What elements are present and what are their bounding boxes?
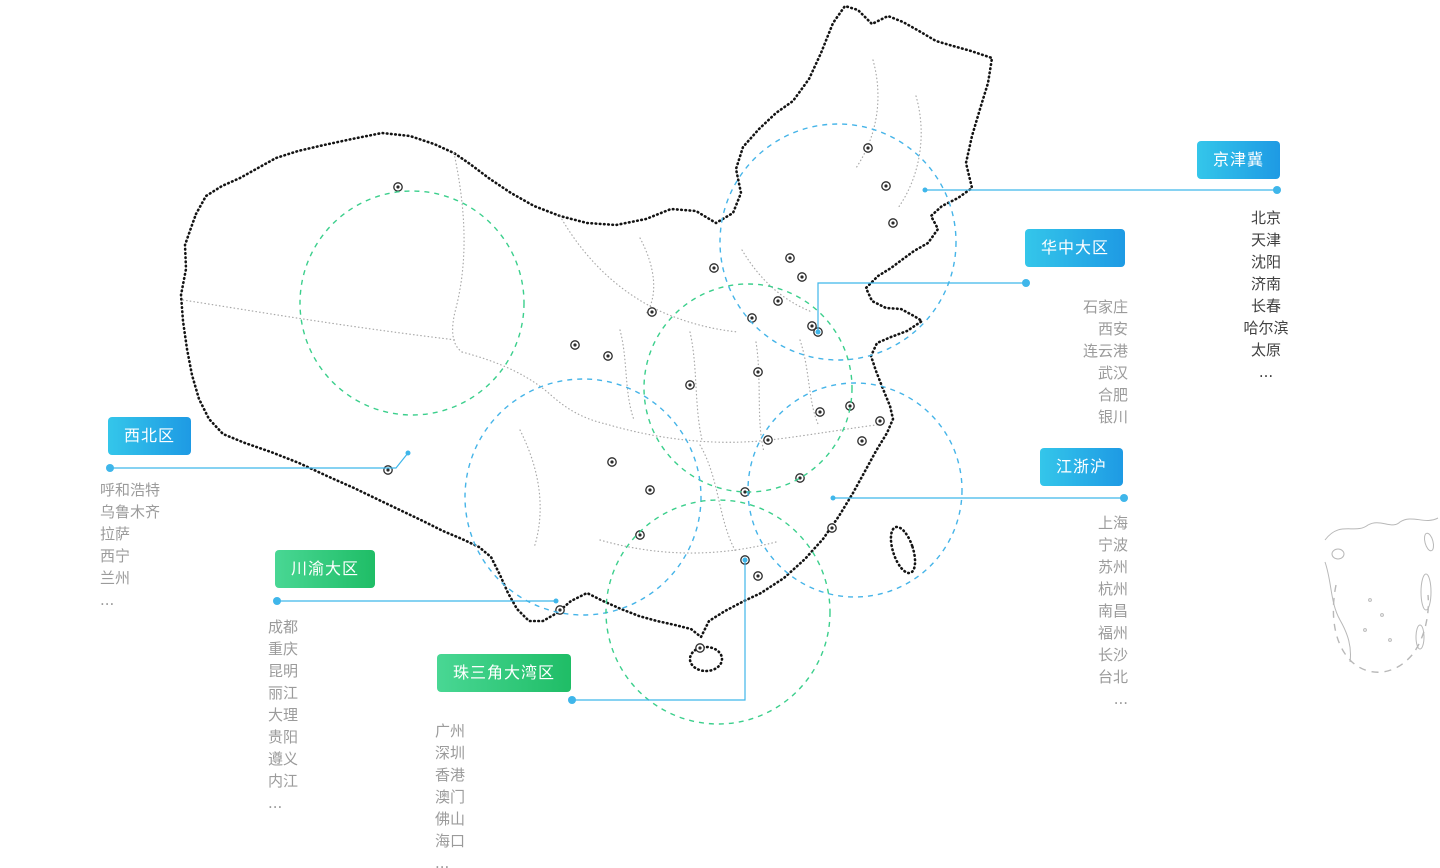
city-name: 兰州 xyxy=(100,569,131,587)
city-name: 香港 xyxy=(435,766,466,784)
city-name: ... xyxy=(435,854,450,868)
city-name: 贵阳 xyxy=(268,728,299,746)
city-name: 澳门 xyxy=(435,788,466,806)
city-list-zhusanjiao: 广州深圳香港澳门佛山海口... xyxy=(435,720,535,868)
china-outline xyxy=(179,4,994,673)
city-name: 武汉 xyxy=(1097,364,1128,382)
city-name: 内江 xyxy=(268,772,299,790)
city-name: ... xyxy=(268,794,283,812)
region-circle-east xyxy=(747,382,963,598)
region-circle-south xyxy=(605,499,831,725)
hainan-island xyxy=(688,645,724,673)
region-circle-southwest xyxy=(464,378,702,616)
city-list-xibei: 呼和浩特乌鲁木齐拉萨西宁兰州... xyxy=(100,479,210,611)
city-name: ... xyxy=(1258,363,1274,381)
city-list-huazhong: 石家庄西安连云港武汉合肥银川 xyxy=(1028,296,1128,428)
city-name: 西安 xyxy=(1097,320,1128,338)
city-name: 长春 xyxy=(1250,297,1281,315)
city-name: 拉萨 xyxy=(100,525,131,543)
city-name: 重庆 xyxy=(268,640,299,658)
city-name: 昆明 xyxy=(268,662,299,680)
city-name: 济南 xyxy=(1250,275,1281,293)
city-name: 沈阳 xyxy=(1250,253,1281,271)
city-name: 天津 xyxy=(1250,231,1281,249)
region-label-xibei[interactable]: 西北区 xyxy=(108,417,192,455)
region-circle-north xyxy=(719,123,957,361)
region-circle-central xyxy=(643,283,853,493)
south-china-sea-inset xyxy=(1324,517,1439,673)
city-name: 呼和浩特 xyxy=(100,481,161,499)
city-name: 遵义 xyxy=(268,750,299,768)
region-label-jiangzhehu[interactable]: 江浙沪 xyxy=(1040,448,1124,486)
city-list-jingjinji: 北京天津沈阳济南长春哈尔滨太原... xyxy=(1211,207,1321,383)
city-name: 海口 xyxy=(435,832,466,850)
region-label-zhusanjiao[interactable]: 珠三角大湾区 xyxy=(437,654,572,692)
city-name: 合肥 xyxy=(1097,386,1128,404)
city-name: 哈尔滨 xyxy=(1243,319,1289,337)
city-name: 北京 xyxy=(1250,209,1281,227)
region-circles xyxy=(299,123,963,725)
city-name: 长沙 xyxy=(1097,646,1128,664)
city-name: 深圳 xyxy=(435,744,466,762)
region-label-huazhong[interactable]: 华中大区 xyxy=(1025,229,1126,267)
city-name: 南昌 xyxy=(1097,602,1128,620)
city-name: 太原 xyxy=(1250,341,1281,359)
city-list-chuanyu: 成都重庆昆明丽江大理贵阳遵义内江... xyxy=(268,616,368,814)
province-borders xyxy=(182,59,922,554)
city-name: 苏州 xyxy=(1097,558,1128,576)
city-name: 银川 xyxy=(1097,408,1128,426)
city-name: 福州 xyxy=(1097,624,1128,642)
city-name: 佛山 xyxy=(435,810,466,828)
city-name: 广州 xyxy=(435,722,466,740)
city-list-jiangzhehu: 上海宁波苏州杭州南昌福州长沙台北... xyxy=(1028,512,1128,710)
connector-lines xyxy=(106,186,1281,704)
city-name: 台北 xyxy=(1097,668,1128,686)
region-label-jingjinji[interactable]: 京津冀 xyxy=(1197,141,1281,179)
taiwan-island xyxy=(889,525,917,575)
city-name: 杭州 xyxy=(1097,580,1128,598)
region-circle-northwest xyxy=(299,190,525,416)
city-name: ... xyxy=(1113,690,1128,708)
city-name: 乌鲁木齐 xyxy=(100,503,161,521)
city-name: 石家庄 xyxy=(1082,298,1128,316)
city-name: 连云港 xyxy=(1082,342,1128,360)
city-name: 丽江 xyxy=(268,684,299,702)
city-name: 宁波 xyxy=(1097,536,1128,554)
city-name: ... xyxy=(100,591,115,609)
city-name: 大理 xyxy=(268,706,299,724)
city-name: 西宁 xyxy=(100,547,131,565)
city-name: 成都 xyxy=(268,618,299,636)
region-label-chuanyu[interactable]: 川渝大区 xyxy=(275,550,376,588)
city-name: 上海 xyxy=(1097,514,1128,532)
